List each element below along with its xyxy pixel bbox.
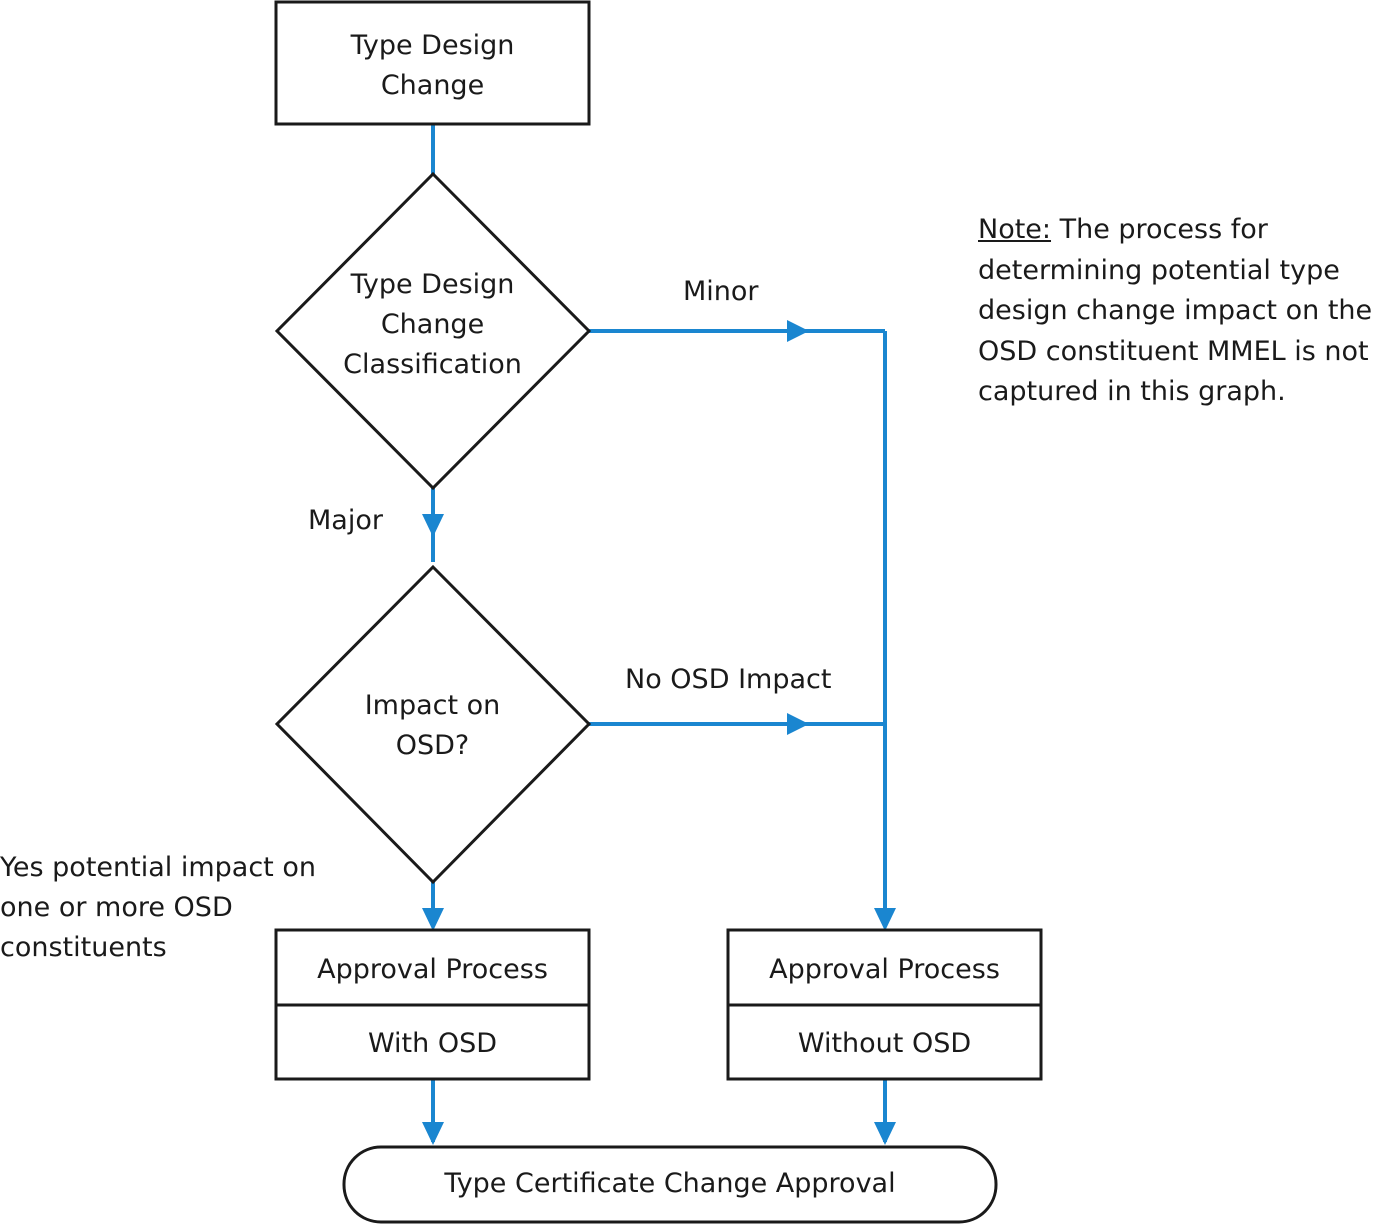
yes-impact-line: one or more OSD [0, 892, 233, 923]
end-node-label: Type Certificate Change Approval [444, 1168, 896, 1199]
note-line: design change impact on the [978, 295, 1373, 326]
approval-without-osd-top-label: Approval Process [769, 954, 1000, 985]
edge-label-major: Major [308, 505, 383, 536]
approval-without-osd-bottom-label: Without OSD [797, 1028, 972, 1059]
approval-with-osd-top-label: Approval Process [317, 954, 548, 985]
start-node-box [274, 0, 591, 126]
impact-diamond [274, 564, 592, 885]
note-line: captured in this graph. [978, 376, 1286, 407]
note-heading: Note: [978, 214, 1052, 245]
start-node-label: Type Design Change [276, 26, 589, 106]
impact-line: Impact on [364, 690, 501, 721]
arrowhead-without-osd [874, 908, 896, 931]
classification-line: Type Design [350, 269, 515, 300]
arrowhead-with-osd-to-end [422, 1122, 444, 1145]
classification-line: Change [380, 309, 485, 340]
note-line: determining potential type [978, 254, 1340, 286]
note-line: OSD constituent MMEL is not [978, 335, 1369, 367]
connectors [431, 124, 887, 1142]
impact-line: OSD? [395, 730, 470, 761]
note-text: The process for [1051, 214, 1268, 245]
arrowhead-without-osd-to-end [874, 1122, 896, 1145]
classification-line: Classification [343, 349, 522, 380]
arrowhead-yes-impact [422, 908, 444, 931]
yes-impact-line: constituents [0, 932, 167, 963]
approval-with-osd-bottom-label: With OSD [367, 1028, 498, 1059]
impact-label: Impact on OSD? [276, 686, 589, 766]
start-node-line: Type Design [350, 30, 515, 61]
note-block: Note: The process for determining potent… [978, 210, 1378, 413]
edge-label-no-impact: No OSD Impact [625, 664, 832, 695]
end-node-terminator [342, 1145, 998, 1224]
note-line-1: Note: The process for [978, 210, 1378, 251]
arrowhead-major [422, 514, 444, 537]
arrowhead-no-impact [787, 713, 809, 735]
classification-label: Type Design Change Classification [276, 265, 589, 385]
arrowheads [422, 320, 896, 1145]
classification-diamond [274, 171, 592, 491]
yes-impact-line: Yes potential impact on [0, 852, 316, 883]
start-node-line: Change [380, 70, 485, 101]
edge-label-yes-impact: Yes potential impact on one or more OSD … [0, 848, 316, 968]
arrowhead-minor [787, 320, 809, 342]
edge-label-minor: Minor [683, 276, 759, 307]
